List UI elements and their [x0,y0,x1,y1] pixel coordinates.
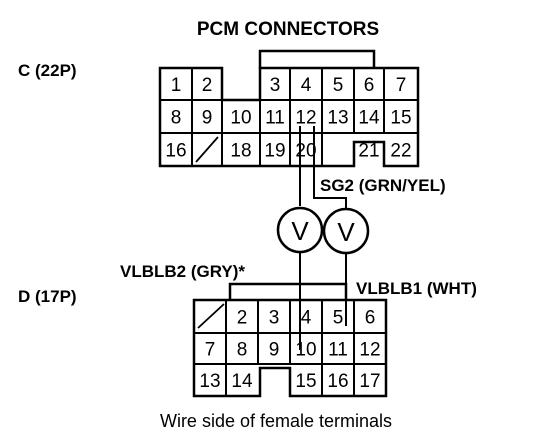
connector-d-terminal-3: 3 [269,308,280,329]
voltmeter-left-symbol: V [291,216,309,246]
connector-d-terminal-2: 2 [237,308,248,329]
connector-c-label: C (22P) [18,61,77,80]
connector-c-blank-slot [195,136,219,163]
probe-wires [299,126,347,350]
connector-d-terminal-15: 15 [295,371,316,392]
connector-c-terminal-21: 21 [358,141,379,162]
connector-d-terminal-8: 8 [237,340,248,361]
connector-c-terminal-6: 6 [364,75,375,96]
connector-c-terminal-3: 3 [270,75,281,96]
connector-c-terminal-5: 5 [333,75,344,96]
connector-d-terminal-13: 13 [199,371,220,392]
diagram-caption: Wire side of female terminals [160,411,392,431]
voltmeter-right: V [322,207,370,255]
connector-c-terminal-7: 7 [396,75,407,96]
connector-c-lock-tab [258,49,376,68]
connector-c-terminal-4: 4 [301,75,312,96]
connector-d-terminal-14: 14 [231,371,253,392]
connector-d-blank-slot [197,303,225,329]
connector-d-terminal-11: 11 [328,340,348,361]
connector-d-terminal-9: 9 [269,340,280,361]
connector-c-terminal-14: 14 [358,108,380,129]
connector-c-terminal-2: 2 [202,75,213,96]
connector-c-terminal-22: 22 [390,141,411,162]
connector-c-terminal-19: 19 [264,141,285,162]
connector-d-terminal-10: 10 [295,340,316,361]
connector-d-lock-tab [228,282,348,300]
connector-c-terminal-18: 18 [230,141,251,162]
connector-c-terminal-11: 11 [265,108,285,129]
connector-d-terminal-5: 5 [333,308,344,329]
connector-c-terminal-16: 16 [165,141,186,162]
connector-c-terminal-8: 8 [171,108,182,129]
connector-d-terminal-4: 4 [301,308,312,329]
connector-d-terminal-6: 6 [365,308,376,329]
connector-d-terminal-17: 17 [359,371,380,392]
connector-c-terminal-9: 9 [202,108,213,129]
wire-label-sg2: SG2 (GRN/YEL) [320,176,446,195]
voltmeter-left: V [276,206,324,254]
connector-c-terminal-1: 1 [171,75,182,96]
connector-d-label: D (17P) [18,287,77,306]
connector-d-terminal-7: 7 [205,340,216,361]
wire-c20-to-meter-right [313,126,347,208]
voltmeter-right-symbol: V [337,217,355,247]
wire-label-vlblb2: VLBLB2 (GRY)* [120,262,245,281]
connector-d-terminal-12: 12 [359,340,380,361]
connector-c-terminal-10: 10 [230,108,251,129]
wire-label-vlblb1: VLBLB1 (WHT) [356,279,477,298]
connector-c-terminal-15: 15 [390,108,411,129]
connector-d-terminal-16: 16 [327,371,348,392]
diagram-title: PCM CONNECTORS [197,19,379,40]
connector-c-terminal-12: 12 [295,108,316,129]
connector-c-terminal-13: 13 [327,108,348,129]
